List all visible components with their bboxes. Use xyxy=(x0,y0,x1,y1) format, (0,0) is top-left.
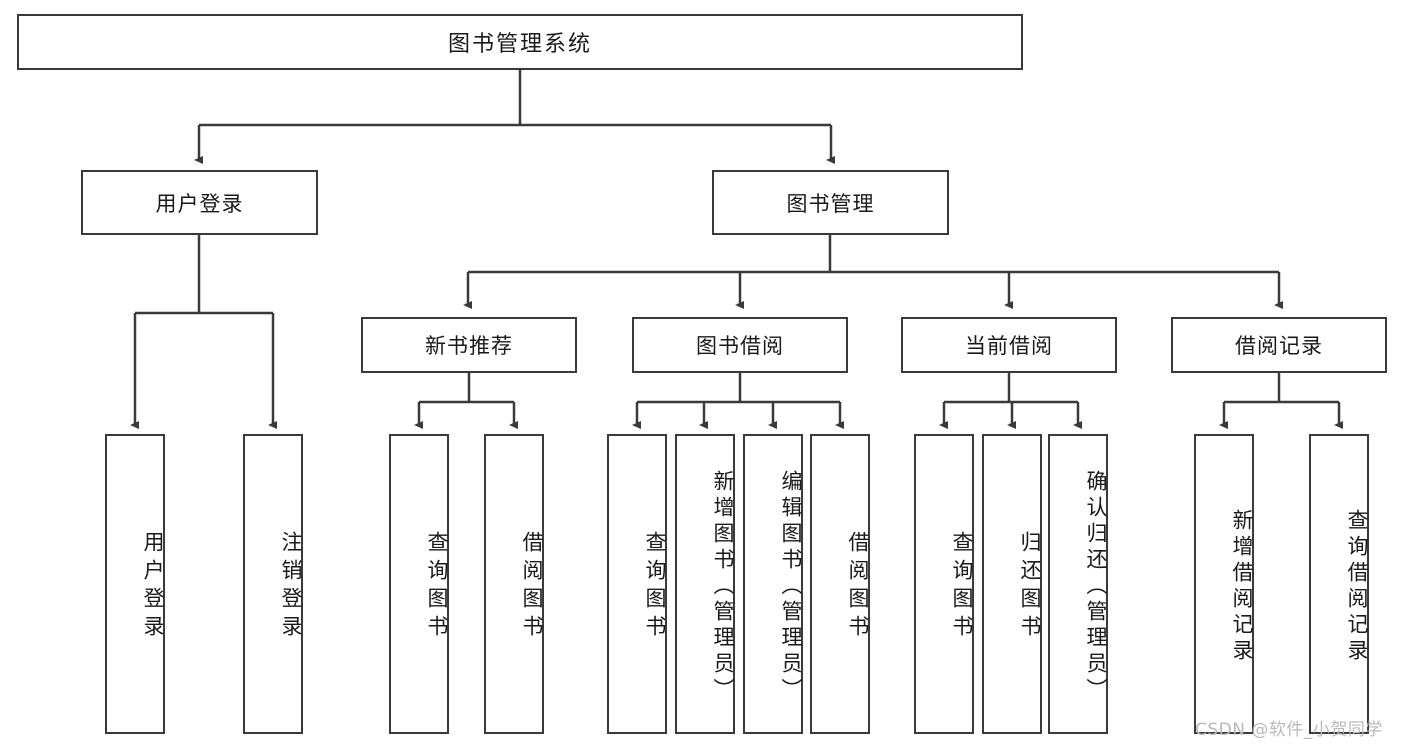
node-label: 查询借阅记录 xyxy=(1345,509,1369,665)
node-label: 图书借阅 xyxy=(696,334,784,358)
leaf-borrow-query-book[interactable]: 查询图书 xyxy=(607,434,667,734)
node-label: 新增借阅记录 xyxy=(1230,509,1254,665)
leaf-current-query-book[interactable]: 查询图书 xyxy=(914,434,974,734)
node-root-book-management-system[interactable]: 图书管理系统 xyxy=(17,14,1023,70)
leaf-current-confirm-return-admin[interactable]: 确认归还（管理员） xyxy=(1048,434,1108,734)
leaf-current-return-book[interactable]: 归还图书 xyxy=(982,434,1042,734)
node-label: 查询图书 xyxy=(950,531,974,643)
node-borrow-record[interactable]: 借阅记录 xyxy=(1171,317,1387,373)
node-label: 归还图书 xyxy=(1018,531,1042,643)
node-new-book-recommend[interactable]: 新书推荐 xyxy=(361,317,577,373)
node-label: 新增图书（管理员） xyxy=(711,470,735,704)
node-label: 新书推荐 xyxy=(425,334,513,358)
node-label: 用户登录 xyxy=(141,531,165,643)
node-label: 当前借阅 xyxy=(965,334,1053,358)
node-label: 借阅图书 xyxy=(520,531,544,643)
node-label: 图书管理系统 xyxy=(447,32,592,57)
leaf-record-add-borrow-record[interactable]: 新增借阅记录 xyxy=(1194,434,1254,734)
node-current-borrow[interactable]: 当前借阅 xyxy=(901,317,1117,373)
node-label: 查询图书 xyxy=(643,531,667,643)
node-label: 图书管理 xyxy=(786,191,875,216)
node-label: 查询图书 xyxy=(425,531,449,643)
node-label: 编辑图书（管理员） xyxy=(779,470,803,704)
leaf-recommend-borrow-book[interactable]: 借阅图书 xyxy=(484,434,544,734)
leaf-record-query-borrow-record[interactable]: 查询借阅记录 xyxy=(1309,434,1369,734)
leaf-recommend-query-book[interactable]: 查询图书 xyxy=(389,434,449,734)
node-label: 确认归还（管理员） xyxy=(1084,470,1108,704)
node-user-login[interactable]: 用户登录 xyxy=(81,170,318,235)
leaf-borrow-edit-book-admin[interactable]: 编辑图书（管理员） xyxy=(743,434,803,734)
node-label: 注销登录 xyxy=(279,531,303,643)
node-label: 借阅图书 xyxy=(846,531,870,643)
leaf-user-login-logout[interactable]: 注销登录 xyxy=(243,434,303,734)
csdn-watermark: CSDN @软件_小贺同学 xyxy=(1195,720,1383,740)
leaf-borrow-add-book-admin[interactable]: 新增图书（管理员） xyxy=(675,434,735,734)
leaf-user-login-login[interactable]: 用户登录 xyxy=(105,434,165,734)
node-book-borrow[interactable]: 图书借阅 xyxy=(632,317,848,373)
leaf-borrow-borrow-book[interactable]: 借阅图书 xyxy=(810,434,870,734)
node-label: 用户登录 xyxy=(155,191,244,216)
node-book-management[interactable]: 图书管理 xyxy=(712,170,949,235)
node-label: 借阅记录 xyxy=(1235,334,1323,358)
